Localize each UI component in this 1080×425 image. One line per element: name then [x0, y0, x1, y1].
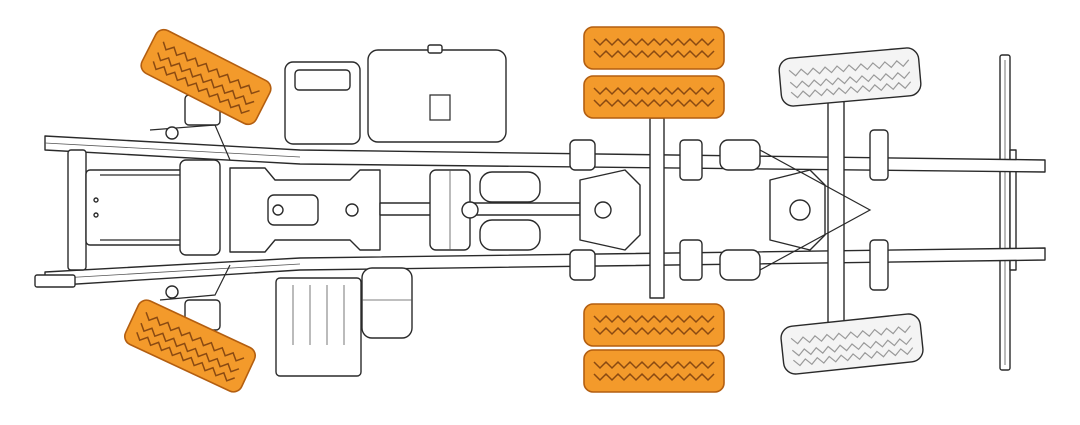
battery-box — [284, 61, 361, 145]
tire-drive-left-inner — [583, 75, 725, 119]
transmission — [229, 167, 581, 253]
tire-front-right — [124, 299, 256, 393]
step-box — [275, 277, 362, 377]
tire-drive-left-outer — [583, 26, 725, 70]
tag-axle — [759, 94, 889, 326]
rear-suspension — [479, 139, 761, 281]
air-tank — [361, 267, 413, 339]
rear-bumper — [999, 54, 1017, 371]
fuel-tank — [367, 44, 507, 143]
front-crossmember — [34, 149, 221, 288]
tire-drive-right-inner — [583, 303, 725, 347]
tire-tag-right — [780, 313, 924, 375]
tire-tag-left — [778, 47, 922, 107]
tire-drive-right-outer — [583, 349, 725, 393]
drive-axle — [461, 117, 703, 299]
tire-front-left — [140, 28, 272, 126]
